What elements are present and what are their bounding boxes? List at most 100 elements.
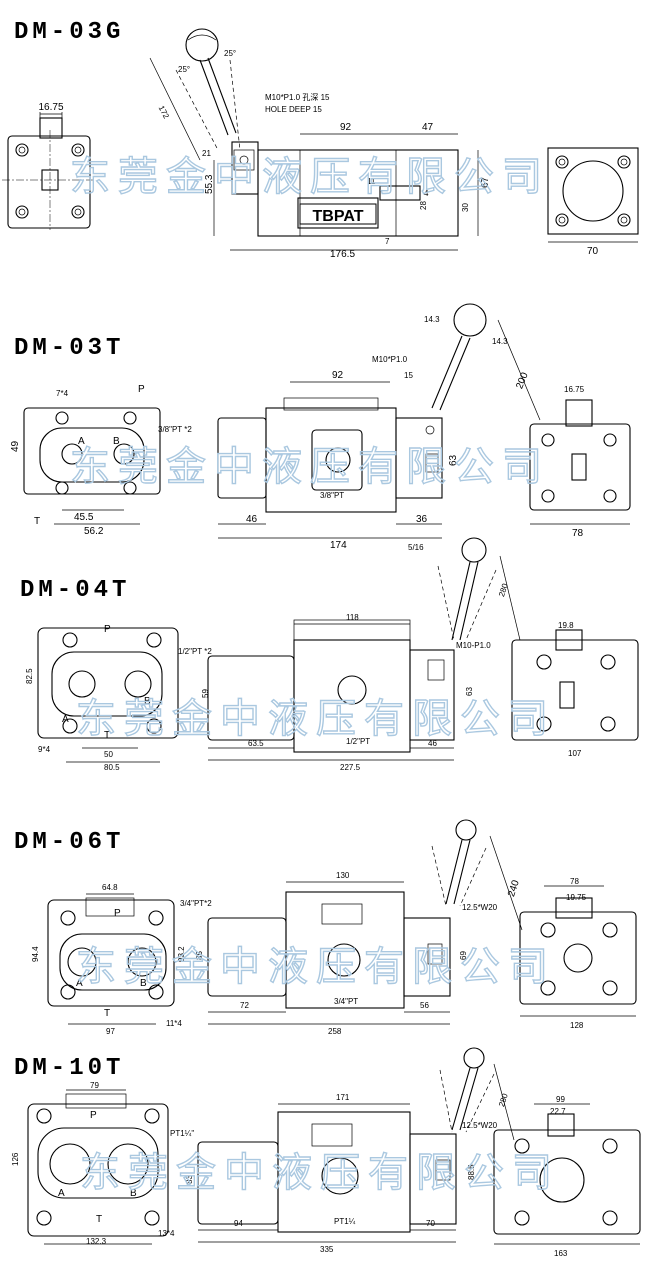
dim-body: 130: [336, 871, 350, 880]
dim-holes: 7*4: [56, 389, 69, 398]
watermark-text: 东莞金中液压有限公司: [70, 444, 550, 490]
dim-side-width: 70: [587, 246, 599, 257]
dim-left: 94: [234, 1219, 243, 1228]
port-spec: 1/2"PT *2: [178, 647, 212, 656]
dm10t-side-view: 280 12.5*W20 171 83 88.5 PT1¼ 94 70 335: [185, 1047, 515, 1254]
dim-side-w2: 22.7: [550, 1107, 566, 1116]
dim-body-height: 85: [195, 951, 204, 960]
section-dm03t: DM-03T 7*4 P A B T 3/8"PT *2 49 45.5 56.…: [10, 303, 631, 552]
dm10t-port-view: 79 PT1¼" P A B T 126 13*4 132.3: [11, 1081, 194, 1246]
thread-spec: M10-P1.0: [456, 641, 491, 650]
model-title: DM-03G: [14, 19, 124, 46]
dim-w2: 80.5: [104, 763, 120, 772]
dim-body-height: 83: [185, 1175, 194, 1184]
dim-w1: 45.5: [74, 512, 94, 523]
dim-side-w2: 19.75: [566, 893, 587, 902]
section-dm03g: DM-03G 16.75 25° 25° 172 M10*P1.0 孔深 15 …: [2, 19, 639, 260]
port-b: B: [140, 978, 147, 989]
dim-pin: 21: [202, 149, 211, 158]
dim-side-width: 78: [572, 528, 584, 539]
dim-lever: 200: [514, 371, 531, 391]
port-b: B: [144, 696, 151, 707]
port-a: A: [62, 714, 69, 725]
dm03t-side-view: 14.3 14.3 200 M10*P1.0 15 92 3/8"PT 63 4…: [217, 303, 541, 552]
angle-1: 14.3: [424, 315, 440, 324]
dim-width: 132.3: [86, 1237, 107, 1246]
dim-lever: 280: [497, 1092, 510, 1108]
section-dm10t: DM-10T 79 PT1¼" P A B T 126 13*4 132.3 2…: [11, 1047, 641, 1258]
dim-gap: 7: [385, 237, 390, 246]
bottom-port: 1/2"PT: [346, 737, 370, 746]
dim-body: 171: [336, 1093, 350, 1102]
watermark-text: 东莞金中液压有限公司: [80, 1150, 560, 1196]
dim-height: 55.3: [204, 174, 215, 194]
dim-h2: 30: [461, 203, 470, 212]
dim-holes: 13*4: [158, 1229, 175, 1238]
dim-total: 174: [330, 540, 347, 551]
section-dm06t: DM-06T 64.8 3/4"PT*2 P A B T 94.4 93.2 1…: [14, 819, 637, 1036]
dim-width: 97: [106, 1027, 115, 1036]
dim-top-width: 16.75: [38, 102, 63, 113]
thread-spec: 12.5*W20: [462, 1121, 498, 1130]
bottom-port: 3/4"PT: [334, 997, 358, 1006]
dim-right: 56: [420, 1001, 429, 1010]
dim-h: 49: [10, 440, 21, 452]
dim-lever: 240: [506, 878, 522, 898]
watermark-text: 东莞金中液压有限公司: [70, 154, 550, 200]
dim-h2: 93.2: [177, 946, 186, 962]
watermark-text: 东莞金中液压有限公司: [76, 944, 556, 990]
watermarks: 东莞金中液压有限公司 东莞金中液压有限公司 东莞金中液压有限公司 东莞金中液压有…: [69, 153, 560, 1196]
dim-top-width: 64.8: [102, 883, 118, 892]
dim-side-top: 16.75: [564, 385, 585, 394]
dim-right: 46: [428, 739, 437, 748]
dim-lever: 280: [497, 582, 510, 598]
dim-total: 227.5: [340, 763, 361, 772]
nameplate: TBPAT: [313, 208, 364, 225]
dm04t-port-view: P A B T 1/2"PT *2 82.5 9*4 50 80.5: [25, 624, 212, 772]
dim-h3: 67: [480, 176, 491, 188]
dim-top-width: 79: [90, 1081, 99, 1090]
watermark-text: 东莞金中液压有限公司: [76, 696, 556, 742]
dim-holes: 9*4: [38, 745, 51, 754]
port-t: T: [104, 730, 110, 741]
port-p: P: [114, 908, 121, 919]
dim-left: 46: [246, 514, 258, 525]
port-a: A: [78, 436, 85, 447]
model-title: DM-04T: [20, 577, 130, 604]
dim-small: 4: [424, 189, 429, 198]
port-spec: PT1¼": [170, 1129, 194, 1138]
dim-h1: 94.4: [31, 946, 40, 962]
dim-left: 63.5: [248, 739, 264, 748]
dim-total: 258: [328, 1027, 342, 1036]
dim-height: 63: [465, 687, 474, 696]
dim-holes: 11*4: [166, 1019, 182, 1028]
model-title: DM-10T: [14, 1055, 124, 1082]
model-title: DM-06T: [14, 829, 124, 856]
dm03g-side-view: 25° 25° 172 M10*P1.0 孔深 15 HOLE DEEP 15 …: [149, 28, 491, 260]
dim-w1: 50: [104, 750, 113, 759]
port-b: B: [113, 436, 120, 447]
dm04t-end-view: 19.8 107: [511, 621, 639, 758]
dim-total: 335: [320, 1245, 334, 1254]
angle-right: 25°: [224, 49, 236, 58]
dim-body: 118: [346, 613, 359, 622]
thread-spec-cn: M10*P1.0 孔深 15: [265, 93, 330, 102]
port-p: P: [138, 384, 145, 395]
model-title: DM-03T: [14, 335, 124, 362]
dim-side-width: 163: [554, 1249, 568, 1258]
thread-spec-en: HOLE DEEP 15: [265, 105, 322, 114]
dm06t-end-view: 78 19.75 128: [519, 877, 637, 1030]
thread-spec: 12.5*W20: [462, 903, 498, 912]
dm03t-port-view: 7*4 P A B T 3/8"PT *2 49 45.5 56.2: [10, 384, 192, 537]
port-spec: 3/8"PT *2: [158, 425, 192, 434]
angle-left: 25°: [178, 65, 190, 74]
thread-depth: 15: [404, 371, 413, 380]
bottom-port: 3/8"PT: [320, 491, 344, 500]
dim-side-w1: 99: [556, 1095, 565, 1104]
port-t: T: [104, 1008, 110, 1019]
dim-h: 126: [11, 1152, 20, 1166]
dm06t-port-view: 64.8 3/4"PT*2 P A B T 94.4 93.2 11*4 97: [31, 883, 212, 1036]
port-a: A: [58, 1188, 65, 1199]
dim-height: 63: [448, 454, 459, 466]
